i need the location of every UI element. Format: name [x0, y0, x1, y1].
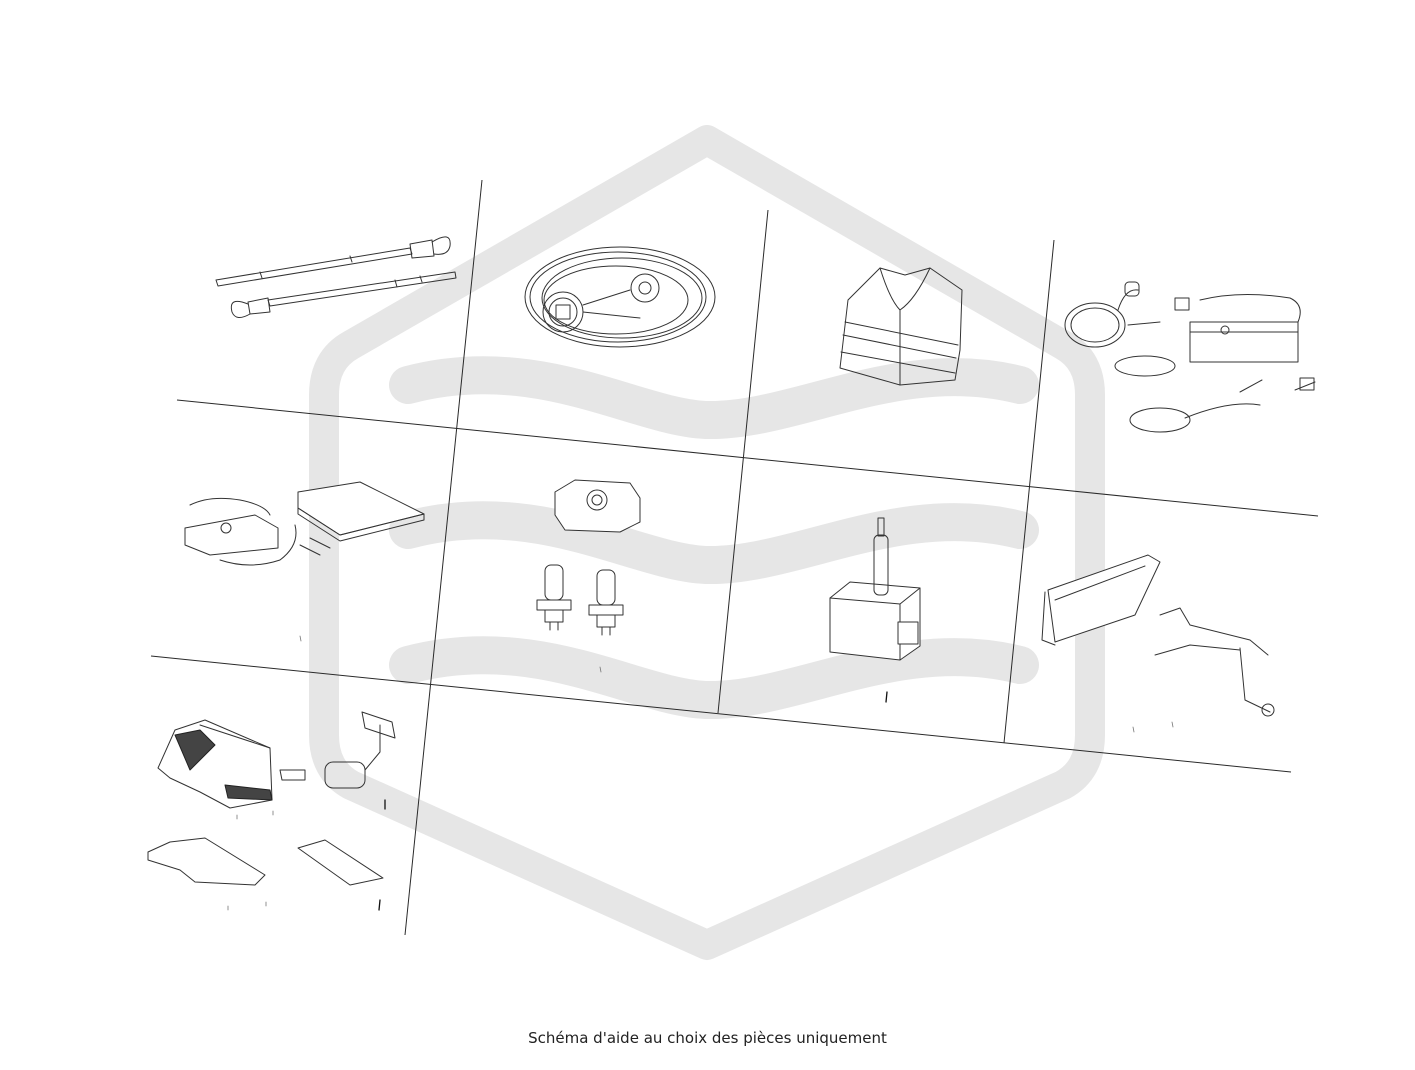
tow-bar-icon: [215, 236, 457, 318]
h7-bulb-kit-icon: [536, 479, 641, 673]
xenon-bulb-icon: [829, 517, 921, 703]
battery-charger-kit-icon: [184, 481, 425, 642]
charger-cable-set-icon: [1064, 281, 1316, 433]
jack-kit-icon: [1041, 554, 1275, 733]
diagram-caption: Schéma d'aide au choix des pièces unique…: [528, 1029, 887, 1047]
gps-tracker-icon: [147, 711, 396, 911]
safety-vest-icon: [839, 267, 963, 386]
grid-lines: [150, 179, 1319, 936]
hexagon-logo-icon: [309, 125, 1105, 960]
tow-rope-icon: [524, 246, 716, 348]
